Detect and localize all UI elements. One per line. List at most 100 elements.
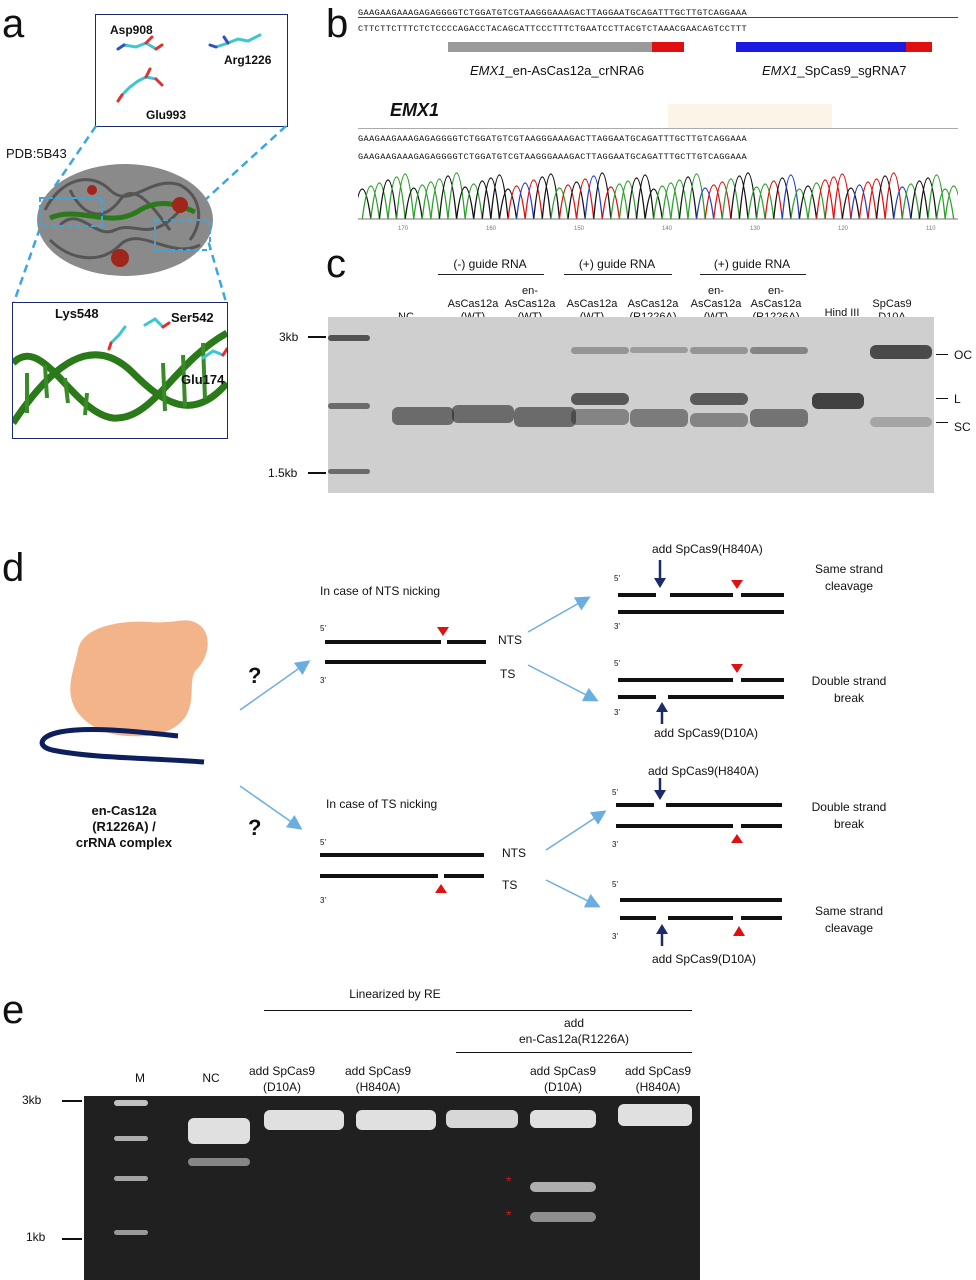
gel-band — [750, 409, 808, 427]
gel-band — [328, 335, 370, 341]
chromatogram-peak — [507, 185, 526, 220]
gel-c-lane-label: Hind III — [824, 307, 860, 319]
chromatogram-peak — [901, 183, 921, 220]
chromatogram-peak — [670, 179, 689, 220]
add-d10a-label-1: add SpCas9(D10A) — [654, 726, 759, 740]
gel-band — [446, 1110, 518, 1128]
chromatogram-peak — [550, 187, 569, 220]
chromatogram-peak — [515, 182, 535, 220]
five-prime-label: 5' — [614, 659, 620, 668]
ts-nicking-case-label: In case of TS nicking — [326, 797, 438, 811]
question-mark-nts: ? — [248, 663, 262, 688]
question-mark-ts: ? — [248, 815, 262, 840]
chromatogram-peak — [533, 176, 552, 220]
chromatogram-peak — [910, 180, 929, 220]
chromatogram-peak — [447, 172, 466, 220]
chromatogram-peak — [490, 174, 509, 220]
chromatogram-peak — [413, 184, 432, 220]
chromatogram-axis-tick: 160 — [486, 226, 497, 232]
five-prime-label: 5' — [320, 838, 326, 847]
residue-label-arg1226: Arg1226 — [224, 53, 272, 67]
chrom-divider — [358, 128, 958, 129]
chromatogram-peak — [644, 188, 663, 220]
gel-e-lane-label: add SpCas9(H840A) — [344, 1064, 412, 1094]
chromatogram-peak — [764, 180, 783, 220]
chromatogram-peak — [695, 187, 715, 220]
chromatogram-axis-tick: 110 — [926, 226, 936, 232]
gel-band — [630, 347, 688, 353]
group-label-plus-guide-1: (+) guide RNA — [578, 257, 656, 271]
band-label-l: L — [954, 392, 961, 406]
gel-band — [690, 347, 748, 354]
chromatogram-peak — [627, 177, 646, 220]
chromatogram-peak — [893, 186, 912, 220]
panel-a-letter: a — [2, 2, 25, 46]
gel-band — [356, 1110, 436, 1130]
marker-tick-1-5kb-c — [308, 472, 326, 474]
chromatogram-peak — [618, 180, 638, 220]
band-label-oc: OC — [954, 348, 972, 362]
chromatogram-peak — [935, 188, 955, 220]
gel-band — [328, 403, 370, 409]
group-label-minus-guide: (-) guide RNA — [453, 257, 527, 271]
chromatogram-peak — [713, 181, 732, 220]
chromatogram-peak — [850, 184, 869, 220]
marker-label-1kb-e: 1kb — [26, 1230, 46, 1244]
chromatogram-peak — [704, 184, 723, 220]
chromatogram-peak — [455, 186, 475, 220]
guide2-pam-bar — [906, 42, 932, 52]
residue-label-glu174: Glu174 — [181, 372, 225, 387]
three-prime-label: 3' — [320, 896, 326, 905]
chromatogram-axis-tick: 150 — [574, 226, 585, 232]
chromatogram-peak — [473, 180, 492, 220]
gel-band — [530, 1182, 596, 1192]
gel-band — [618, 1104, 692, 1126]
add-h840a-label-2: add SpCas9(H840A) — [648, 764, 759, 778]
gel-band — [812, 393, 864, 409]
gel-band — [571, 409, 629, 425]
chromatogram-peak — [944, 185, 958, 220]
gel-band — [328, 469, 370, 474]
marker-label-3kb-e: 3kb — [22, 1093, 42, 1107]
band-tick-sc — [936, 422, 948, 423]
marker-tick-3kb-e — [62, 1100, 82, 1102]
chromatogram-peak — [755, 183, 775, 220]
chromatogram-peak — [358, 188, 372, 220]
chromatogram-peak — [927, 174, 946, 220]
chromatogram-peak — [875, 175, 895, 220]
chromatogram-peak — [524, 179, 543, 220]
marker-tick-3kb-c — [308, 336, 326, 338]
chromatogram-peak — [430, 178, 449, 220]
gel-band — [114, 1100, 148, 1106]
pdb-id-label: PDB:5B43 — [6, 146, 67, 161]
gel-band — [690, 413, 748, 427]
chromatogram-peak — [610, 183, 629, 220]
gel-band — [188, 1118, 250, 1144]
gel-band — [571, 393, 629, 405]
gel-band — [530, 1212, 596, 1222]
panel-c-letter: c — [326, 242, 346, 286]
sequence-ruler — [358, 17, 958, 18]
guide1-bar — [448, 42, 652, 52]
chromatogram-peak — [498, 188, 518, 220]
chromatogram-peak — [464, 183, 483, 220]
nts-label-2: NTS — [502, 846, 526, 860]
residue-sticks-top — [116, 33, 262, 103]
gel-e-lane-label: NC — [202, 1071, 220, 1085]
chromatogram-peak — [421, 181, 441, 220]
chromatogram-peak — [738, 172, 758, 220]
ts-label-1: TS — [500, 667, 516, 681]
gel-band — [630, 409, 688, 427]
chromatogram-peak — [438, 175, 458, 220]
chromatogram-peak — [918, 177, 938, 220]
nick-marker-nts-case — [437, 627, 449, 636]
residue-label-ser542: Ser542 — [171, 310, 214, 325]
chromatogram-peak — [867, 178, 886, 220]
chromatogram-peak — [661, 182, 681, 220]
chromatogram-peak — [593, 172, 612, 220]
nick-marker-ts-case — [435, 884, 447, 893]
gel-band — [114, 1176, 148, 1181]
